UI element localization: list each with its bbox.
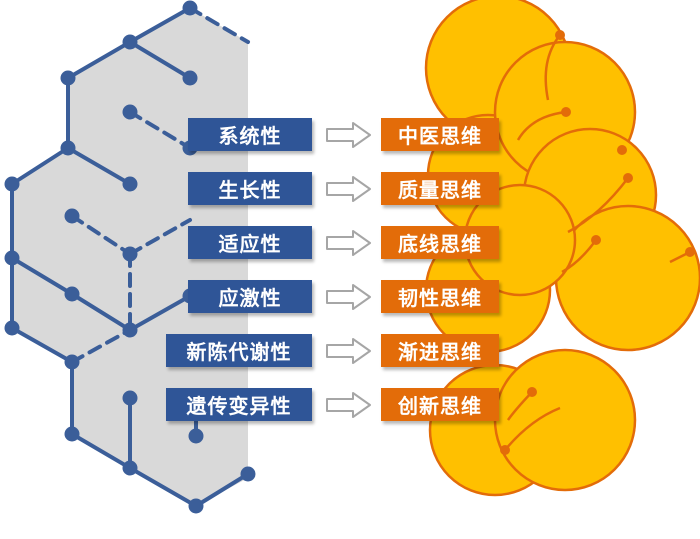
trait-label: 适应性 <box>188 226 312 259</box>
bubble-stroke <box>567 177 629 234</box>
bubble-dot <box>527 387 537 397</box>
network-bond <box>128 466 198 508</box>
thinking-label: 渐进思维 <box>381 334 499 367</box>
network-bond <box>70 432 132 470</box>
trait-label: 应激性 <box>188 280 312 313</box>
network-node <box>122 460 138 476</box>
network-bond <box>10 256 74 296</box>
trait-label: 遗传变异性 <box>166 388 312 421</box>
bubble <box>493 348 637 492</box>
trait-label: 生长性 <box>188 172 312 205</box>
network-node <box>4 320 20 336</box>
trait-label: 新陈代谢性 <box>166 334 312 367</box>
network-node <box>64 426 80 442</box>
network-node <box>122 176 138 192</box>
bubble-dot <box>555 30 565 40</box>
right-arrow-icon <box>326 392 371 418</box>
bubble-dot <box>685 247 695 257</box>
bubble-dot <box>617 145 627 155</box>
network-node <box>122 34 138 50</box>
bubble-dot <box>500 445 510 455</box>
network-bond-dashed <box>128 110 192 150</box>
network-node <box>122 322 138 338</box>
thinking-label: 质量思维 <box>381 172 499 205</box>
network-node <box>122 390 138 406</box>
bubble-dot <box>591 235 601 245</box>
bubble-stroke <box>516 110 567 141</box>
network-node <box>182 0 198 16</box>
right-arrow-icon <box>326 230 371 256</box>
network-bond <box>66 40 132 80</box>
network-node <box>64 354 80 370</box>
network-node <box>122 104 138 120</box>
right-arrow-icon <box>326 284 371 310</box>
network-bond-dashed <box>70 328 132 364</box>
network-bond <box>194 472 250 508</box>
bubble-dot <box>561 107 571 117</box>
bubble-stroke <box>504 406 561 451</box>
network-node <box>188 428 204 444</box>
thinking-label: 创新思维 <box>381 388 499 421</box>
network-node <box>188 498 204 514</box>
network-node <box>64 286 80 302</box>
right-arrow-icon <box>326 122 371 148</box>
network-node <box>122 246 138 262</box>
molecule-network <box>10 6 250 508</box>
network-node <box>182 70 198 86</box>
network-bond-dashed <box>70 214 132 256</box>
network-node <box>4 250 20 266</box>
network-bond <box>70 292 132 332</box>
network-bond <box>10 326 74 364</box>
network-bond-dashed <box>188 6 250 44</box>
bubble-dot <box>623 173 633 183</box>
bubble-stroke <box>544 34 561 101</box>
network-bond <box>128 40 192 80</box>
network-node <box>60 70 76 86</box>
thinking-label: 中医思维 <box>381 118 499 151</box>
right-arrow-icon <box>326 176 371 202</box>
network-node <box>64 208 80 224</box>
network-bond <box>128 294 192 332</box>
network-bond <box>66 146 132 186</box>
network-node <box>4 176 20 192</box>
network-nodes <box>4 0 256 514</box>
thinking-label: 底线思维 <box>381 226 499 259</box>
network-bond <box>10 146 70 186</box>
network-bond-dashed <box>128 218 192 256</box>
network-node <box>60 140 76 156</box>
thinking-label: 韧性思维 <box>381 280 499 313</box>
network-node <box>240 466 256 482</box>
trait-label: 系统性 <box>188 118 312 151</box>
right-arrow-icon <box>326 338 371 364</box>
network-bond <box>128 6 192 44</box>
